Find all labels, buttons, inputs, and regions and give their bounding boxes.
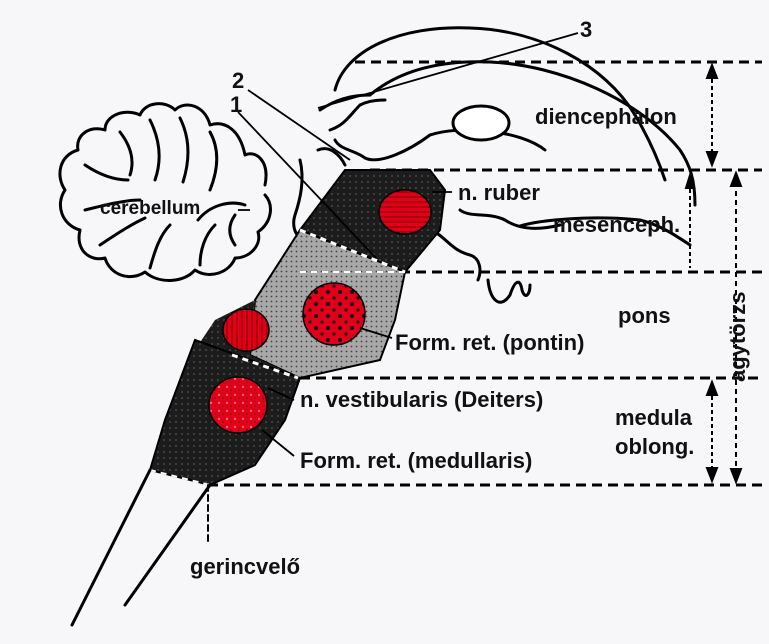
label-cerebellum: cerebellum [100,198,200,219]
cerebellum-outline [60,104,271,281]
label-agytorzs: agytörzs [725,292,750,382]
label-pons: pons [618,303,671,328]
label-medula: medula [615,405,693,430]
label-form-ret-pontin: Form. ret. (pontin) [395,330,584,355]
spinal-cord [72,470,210,625]
label-mesenceph: mesenceph. [553,212,680,237]
label-num-1: 1 [230,92,242,117]
nucleus-form-ret-pontin [303,283,365,345]
nucleus-form-ret-medullaris [209,377,267,433]
label-n-ruber: n. ruber [458,180,540,205]
label-oblong: oblong. [615,434,694,459]
label-gerincvelo: gerincvelő [190,554,300,579]
label-form-ret-medullaris: Form. ret. (medullaris) [300,448,532,473]
label-diencephalon: diencephalon [535,104,677,129]
nucleus-vestibularis [223,309,269,351]
label-num-2: 2 [232,68,244,93]
text-labels: 3 2 1 cerebellum diencephalon n. ruber m… [100,17,750,579]
label-n-vestibularis: n. vestibularis (Deiters) [300,387,543,412]
nucleus-ruber [379,190,431,234]
label-num-3: 3 [580,17,592,42]
